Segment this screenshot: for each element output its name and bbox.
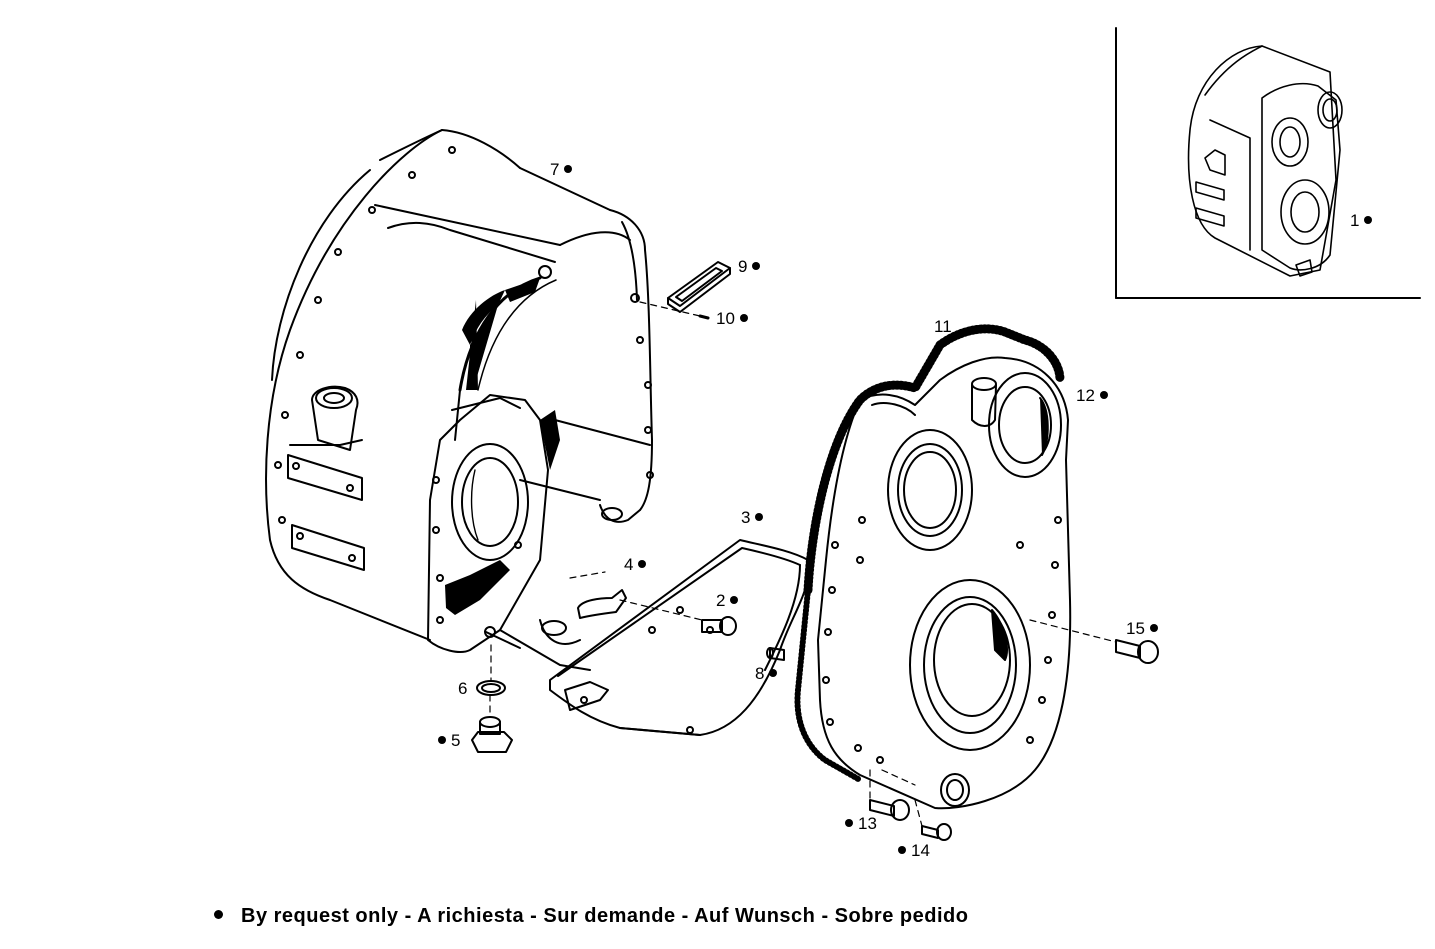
- legend-bullet-icon: [214, 910, 223, 919]
- callout-5: 5: [438, 732, 460, 749]
- legend: By request only - A richiesta - Sur dema…: [214, 905, 968, 928]
- callout-9: 9: [738, 258, 760, 275]
- callout-12: 12: [1076, 387, 1108, 404]
- screw-10: [639, 301, 710, 320]
- callout-7: 7: [550, 161, 572, 178]
- drain-plug-5: [471, 694, 513, 753]
- callout-8: 8: [755, 665, 777, 682]
- callout-13: 13: [845, 815, 877, 832]
- callout-10: 10: [716, 310, 748, 327]
- callout-3: 3: [741, 509, 763, 526]
- bottom-cover-3: [549, 539, 811, 736]
- callout-14: 14: [898, 842, 930, 859]
- bracket-4: [569, 571, 627, 619]
- callout-1: 1: [1350, 212, 1372, 229]
- screw-13: [869, 769, 910, 821]
- inset-frame: [1115, 27, 1421, 299]
- inspection-cover-9: [667, 261, 731, 313]
- inset-assembled-housing: [1187, 45, 1343, 277]
- callout-2: 2: [716, 592, 738, 609]
- clutch-housing: [265, 129, 654, 671]
- callout-6: 6: [458, 679, 468, 698]
- dowel-pin-8: [766, 647, 785, 661]
- callout-11: 11: [934, 317, 952, 336]
- screw-15: [1029, 619, 1159, 664]
- screw-2: [619, 599, 737, 636]
- callout-4: 4: [624, 556, 646, 573]
- screw-14: [914, 799, 952, 841]
- legend-text: By request only - A richiesta - Sur dema…: [241, 905, 969, 927]
- callout-15: 15: [1126, 620, 1158, 637]
- washer-6: [476, 644, 506, 696]
- gear-cover-12: [794, 324, 1072, 810]
